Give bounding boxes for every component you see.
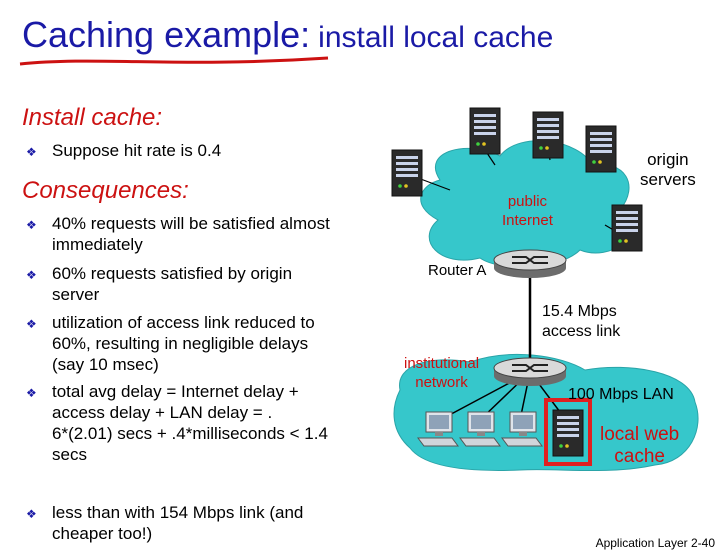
title-subtitle: install local cache <box>318 21 554 54</box>
cache-server-icon <box>552 409 584 457</box>
bullet-text: 40% requests will be satisfied almost im… <box>52 214 330 254</box>
cache-highlight-box <box>544 398 592 466</box>
bullet-icon: ❖ <box>26 268 37 282</box>
bullet-consequence-2: ❖ 60% requests satisfied by origin serve… <box>26 264 386 309</box>
access-link-label: 15.4 Mbps access link <box>542 303 621 340</box>
local-web-cache-label: local web cache <box>600 424 680 467</box>
bullet-text: total avg delay = Internet delay + acces… <box>52 382 328 464</box>
title-underline <box>19 56 329 66</box>
bullet-final: ❖ less than with 154 Mbps link (and chea… <box>26 503 386 548</box>
bullet-consequence-4: ❖ total avg delay = Internet delay + acc… <box>26 382 386 469</box>
install-cache-heading: Install cache: <box>22 104 163 131</box>
bullet-icon: ❖ <box>26 317 37 331</box>
router-a-label: Router A <box>428 262 487 279</box>
bullet-icon: ❖ <box>26 218 37 232</box>
origin-server-icon <box>585 125 617 173</box>
bullet-hit-rate: ❖ Suppose hit rate is 0.4 <box>26 141 386 164</box>
router-a-icon <box>493 249 567 279</box>
bullet-icon: ❖ <box>26 145 37 159</box>
bullet-text: 60% requests satisfied by origin server <box>52 264 293 304</box>
bullet-text: Suppose hit rate is 0.4 <box>52 141 222 160</box>
bullet-consequence-3: ❖ utilization of access link reduced to … <box>26 313 386 378</box>
institutional-router-icon <box>493 357 567 387</box>
slide-title: Caching example:install local cache <box>22 14 553 56</box>
origin-server-icon <box>391 149 423 197</box>
consequences-heading: Consequences: <box>22 177 189 204</box>
public-internet-label: public Internet <box>502 193 553 229</box>
bullet-icon: ❖ <box>26 386 37 400</box>
institutional-network-label: institutional network <box>404 355 480 391</box>
bullet-icon: ❖ <box>26 507 37 521</box>
title-main: Caching example: <box>22 14 311 55</box>
origin-server-icon <box>532 111 564 159</box>
bullet-consequence-1: ❖ 40% requests will be satisfied almost … <box>26 214 386 259</box>
origin-servers-label: origin servers <box>640 150 696 189</box>
footer-label: Application Layer 2-40 <box>595 536 715 550</box>
origin-server-icon <box>469 107 501 155</box>
bullet-text: less than with 154 Mbps link (and cheape… <box>52 503 304 543</box>
origin-server-icon <box>611 204 643 252</box>
lan-label: 100 Mbps LAN <box>568 386 674 403</box>
bullet-text: utilization of access link reduced to 60… <box>52 313 315 374</box>
